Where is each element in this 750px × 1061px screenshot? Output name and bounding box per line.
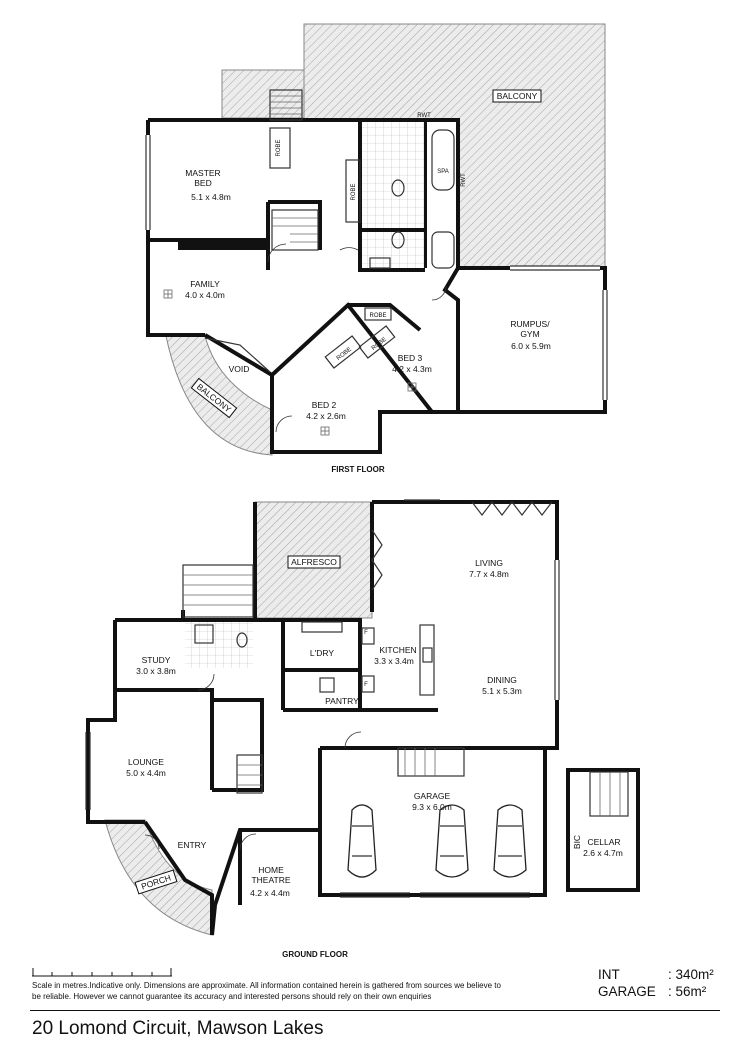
spa-label: SPA bbox=[437, 169, 449, 175]
void-label: VOID bbox=[229, 364, 250, 374]
room-family-name: FAMILY bbox=[190, 279, 220, 289]
footer-divider bbox=[30, 1010, 720, 1011]
room-garage-size: 9.3 x 6.0m bbox=[412, 802, 452, 812]
rwt-top-label: RWT bbox=[417, 113, 431, 119]
balcony-top-label: BALCONY bbox=[492, 89, 542, 103]
alfresco-label: ALFRESCO bbox=[287, 555, 341, 569]
bic-label: BIC bbox=[572, 835, 582, 849]
room-family-size: 4.0 x 4.0m bbox=[185, 290, 225, 300]
area-stats: INT : 340m² GARAGE : 56m² bbox=[598, 966, 714, 1000]
int-value: : 340m² bbox=[668, 967, 714, 982]
svg-text:ALFRESCO: ALFRESCO bbox=[291, 557, 337, 567]
room-cellar-size: 2.6 x 4.7m bbox=[583, 848, 623, 858]
disclaimer-text: Scale in metres.Indicative only. Dimensi… bbox=[32, 981, 501, 1001]
garage-label: GARAGE bbox=[598, 984, 656, 999]
svg-text:BALCONY: BALCONY bbox=[497, 91, 538, 101]
room-dining-name: DINING bbox=[487, 675, 517, 685]
car-icon bbox=[435, 804, 469, 878]
pantry-label: PANTRY bbox=[325, 696, 359, 706]
room-cellar-name: CELLAR bbox=[587, 837, 620, 847]
scale-bar bbox=[32, 968, 172, 977]
robe-bed3-label-c: ROBE bbox=[369, 313, 386, 319]
room-lounge-size: 5.0 x 4.4m bbox=[126, 768, 166, 778]
room-rumpus-size: 6.0 x 5.9m bbox=[511, 341, 551, 351]
robe-master-label: ROBE bbox=[276, 139, 282, 156]
room-dining-size: 5.1 x 5.3m bbox=[482, 686, 522, 696]
car-icon bbox=[347, 804, 377, 878]
ground-floor: ALFRESCO PORCH L'DRY PANTRY ENTRY BIC F … bbox=[85, 499, 640, 959]
robe-ensuite-label: ROBE bbox=[351, 183, 357, 200]
int-label: INT bbox=[598, 967, 620, 982]
room-kitchen-name: KITCHEN bbox=[379, 645, 416, 655]
car-icon bbox=[493, 804, 527, 878]
room-study-size: 3.0 x 3.8m bbox=[136, 666, 176, 676]
fridge-label-2: F bbox=[364, 682, 368, 688]
room-bed2-size: 4.2 x 2.6m bbox=[306, 411, 346, 421]
entry-label: ENTRY bbox=[178, 840, 207, 850]
rwt-side-label: RWT bbox=[461, 173, 467, 187]
first-floor: BALCONY BALCONY VOID ROBE ROBE ROBE ROBE… bbox=[145, 23, 608, 474]
property-address: 20 Lomond Circuit, Mawson Lakes bbox=[32, 1018, 324, 1039]
room-bed3-name: BED 3 bbox=[398, 353, 423, 363]
room-master-size: 5.1 x 4.8m bbox=[191, 192, 231, 202]
room-rumpus-name: RUMPUS/GYM bbox=[510, 319, 550, 339]
room-bed3-size: 4.2 x 4.3m bbox=[392, 364, 432, 374]
ldry-label: L'DRY bbox=[310, 648, 334, 658]
garage-value: : 56m² bbox=[668, 984, 707, 999]
fridge-label-1: F bbox=[364, 630, 368, 636]
room-living-size: 7.7 x 4.8m bbox=[469, 569, 509, 579]
room-garage-name: GARAGE bbox=[414, 791, 451, 801]
room-theatre-size: 4.2 x 4.4m bbox=[250, 888, 290, 898]
room-living-name: LIVING bbox=[475, 558, 503, 568]
room-lounge-name: LOUNGE bbox=[128, 757, 164, 767]
ground-floor-label: GROUND FLOOR bbox=[282, 950, 348, 959]
first-floor-label: FIRST FLOOR bbox=[331, 465, 385, 474]
room-study-name: STUDY bbox=[142, 655, 171, 665]
room-kitchen-size: 3.3 x 3.4m bbox=[374, 656, 414, 666]
room-bed2-name: BED 2 bbox=[312, 400, 337, 410]
